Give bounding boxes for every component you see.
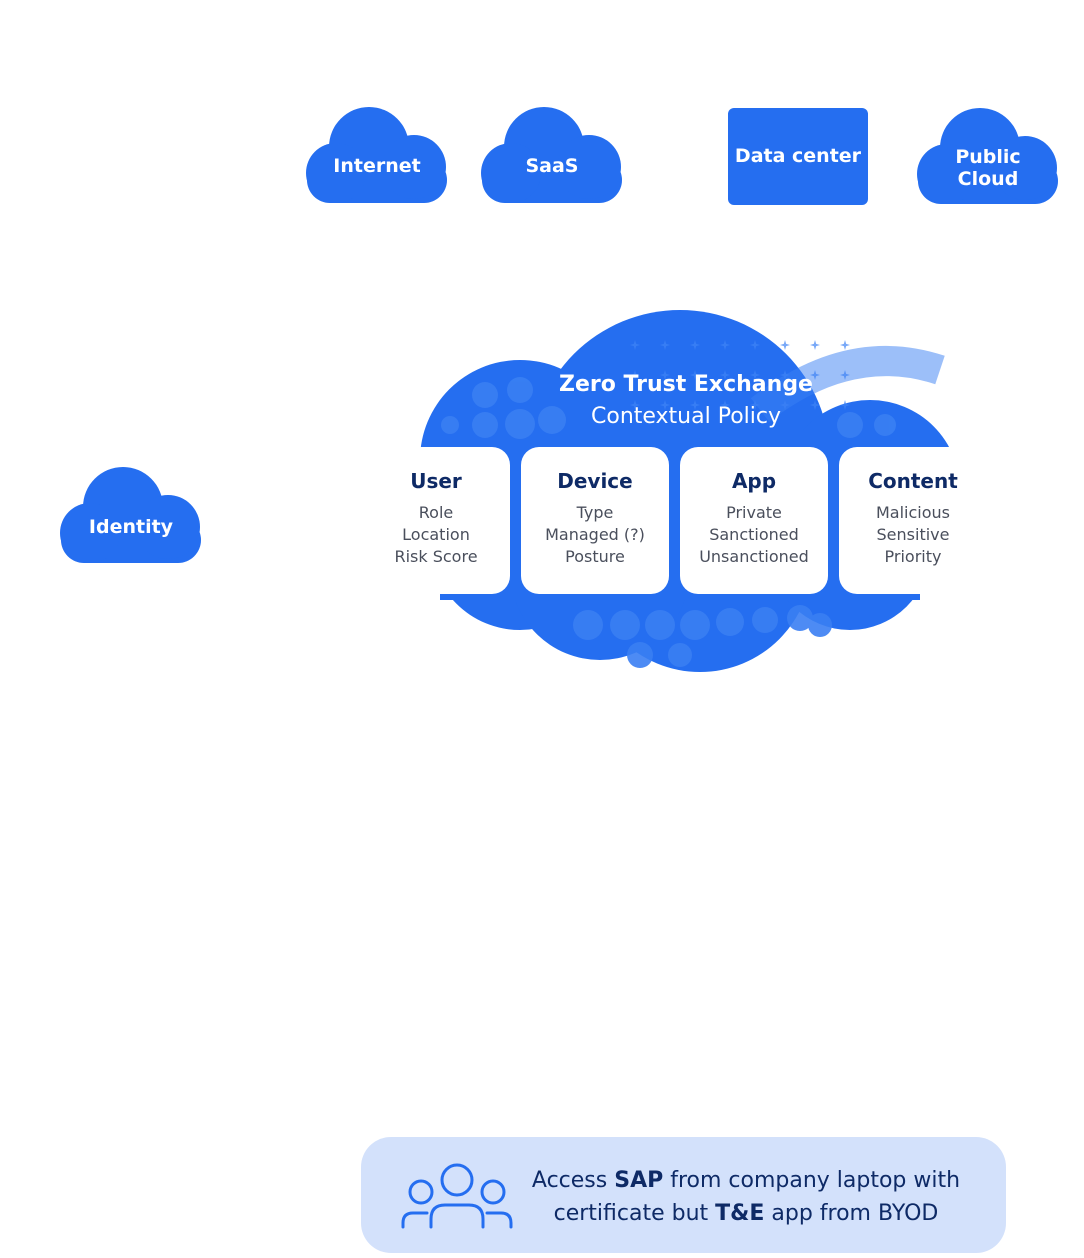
public-cloud: Public Cloud	[917, 106, 1059, 206]
card-app-title: App	[731, 469, 777, 493]
cloud-icon	[306, 107, 447, 203]
scenario-text-part: app from BYOD	[764, 1201, 939, 1226]
card-device-item: Managed (?)	[545, 525, 645, 544]
identity-label: Identity	[88, 516, 174, 538]
identity-cloud: Identity	[60, 465, 202, 565]
scenario-text: Access SAP from company laptop with cert…	[511, 1164, 981, 1230]
sap-highlight: SAP	[614, 1168, 664, 1193]
card-user-title: User	[410, 469, 462, 493]
card-device-title: Device	[557, 469, 633, 493]
card-content-item: Malicious	[875, 503, 950, 522]
zte-title: Zero Trust Exchange	[559, 372, 813, 397]
card-user-item: Role	[418, 503, 454, 522]
public-cloud-label-2: Cloud	[957, 168, 1019, 190]
scenario-banner: Access SAP from company laptop with cert…	[361, 1137, 1006, 1253]
internet-cloud: Internet	[306, 105, 448, 205]
card-device-item: Type	[576, 503, 614, 522]
scenario-text-part: Access	[531, 1168, 615, 1193]
internet-label: Internet	[333, 155, 421, 177]
card-content: Content Malicious Sensitive Priority	[839, 447, 987, 594]
card-app-item: Private	[726, 503, 782, 522]
card-user-item: Location	[402, 525, 470, 544]
saas-cloud: SaaS	[481, 105, 623, 205]
te-highlight: T&E	[715, 1201, 765, 1226]
card-content-item: Sensitive	[876, 525, 950, 544]
card-content-item: Priority	[884, 547, 942, 566]
data-center-label: Data center	[734, 145, 862, 167]
card-content-title: Content	[868, 469, 958, 493]
cloud-icon	[917, 108, 1058, 204]
card-app: App Private Sanctioned Unsanctioned	[680, 447, 828, 594]
data-center-box: Data center	[728, 108, 868, 205]
public-cloud-label-1: Public	[955, 146, 1021, 168]
card-app-item: Sanctioned	[709, 525, 799, 544]
card-user-item: Risk Score	[394, 547, 478, 566]
card-app-item: Unsanctioned	[699, 547, 809, 566]
scenario-text-part: from company laptop with certificate but	[553, 1168, 961, 1226]
card-device-item: Posture	[565, 547, 625, 566]
cloud-icon	[60, 467, 201, 563]
users-icon	[401, 1163, 513, 1229]
zte-subtitle: Contextual Policy	[591, 404, 781, 429]
cloud-icon	[481, 107, 622, 203]
saas-label: SaaS	[525, 155, 579, 177]
card-user: User Role Location Risk Score	[362, 447, 510, 594]
card-device: Device Type Managed (?) Posture	[521, 447, 669, 594]
